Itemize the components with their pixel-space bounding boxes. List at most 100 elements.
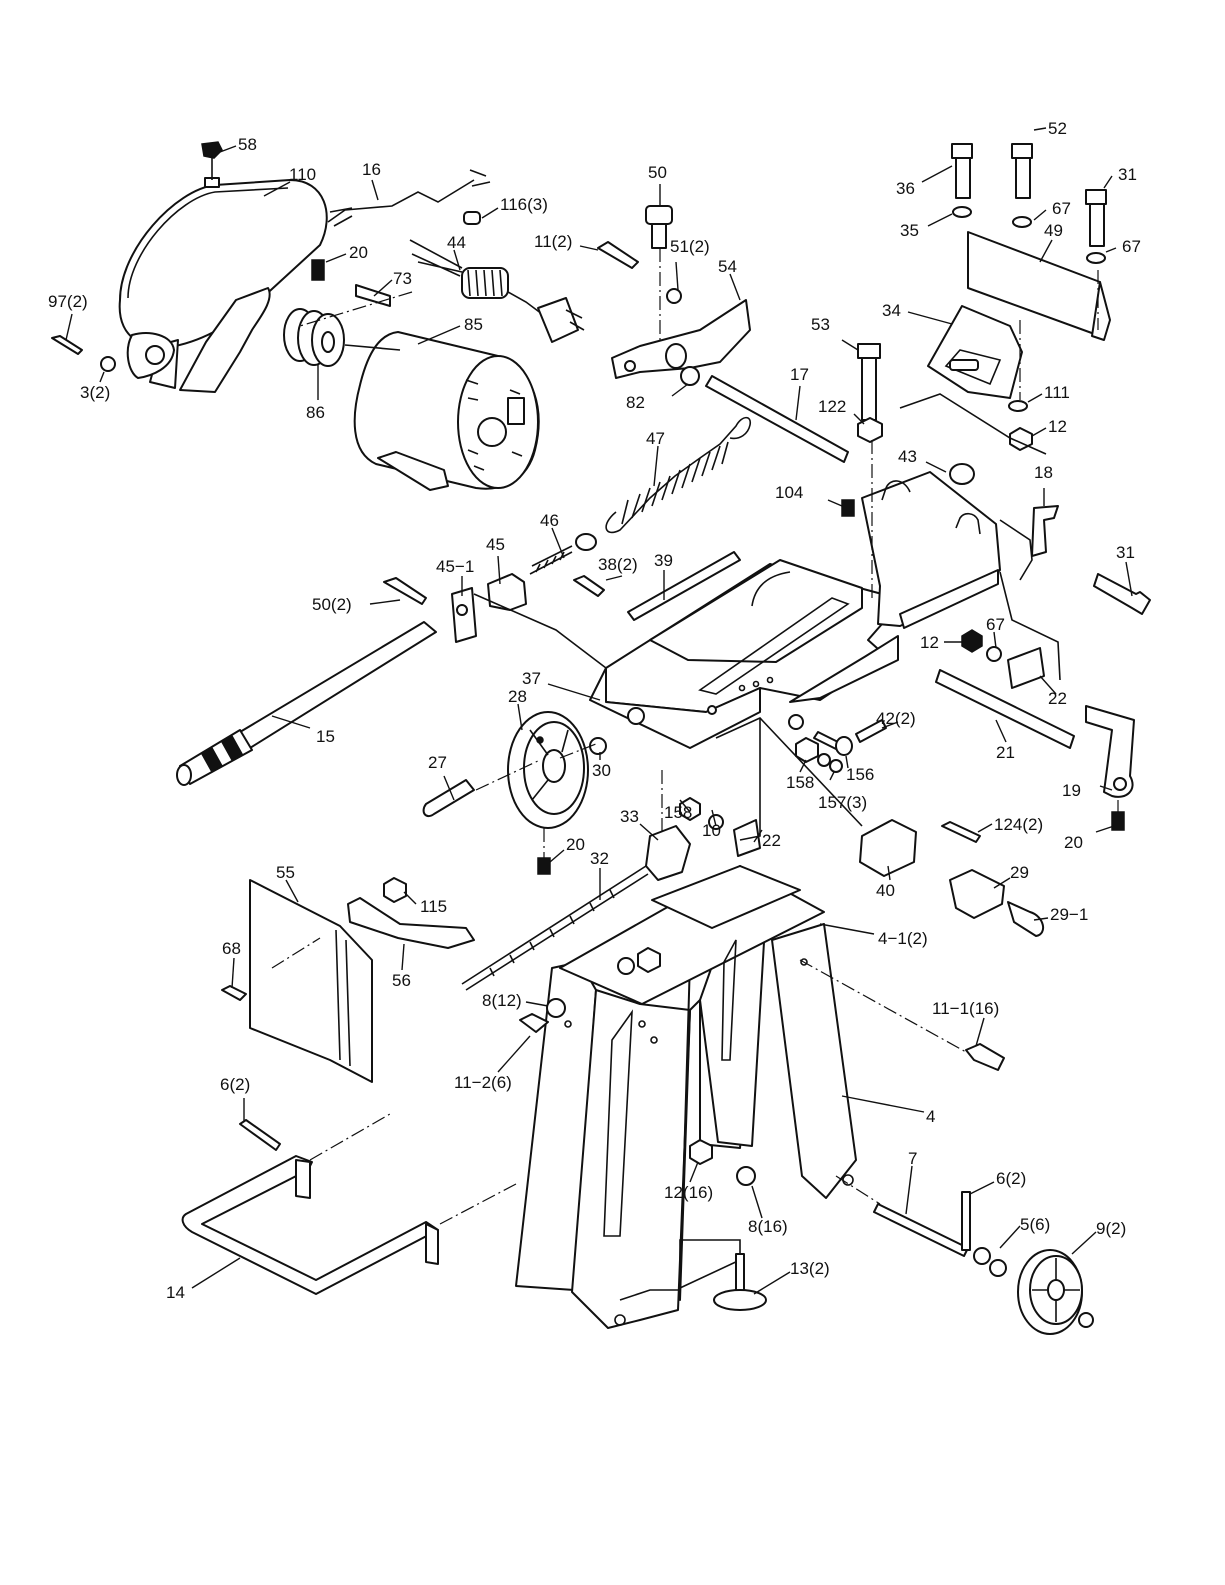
washer-part	[1012, 216, 1032, 228]
callout-label: 11(2)	[534, 232, 572, 251]
callout-label: 52	[1048, 119, 1067, 138]
washer-part	[546, 998, 566, 1018]
wheel-axle-part	[873, 1203, 969, 1257]
callout-label: 50	[648, 163, 667, 182]
callout-label: 4	[926, 1107, 935, 1126]
pivot-shaft-part	[705, 375, 849, 463]
callout-label: 54	[718, 257, 737, 276]
callout-label: 19	[1062, 781, 1081, 800]
set-screw-part	[841, 499, 855, 517]
callout-label: 86	[306, 403, 325, 422]
nut-part	[637, 947, 661, 973]
assembly-line-group	[271, 248, 1119, 1225]
bolt-part	[597, 241, 639, 269]
callout-label: 56	[392, 971, 411, 990]
set-screw-part	[537, 857, 551, 875]
callout-labels: 58 110 16 116(3) 44 97(2) 20 73 85 3(2) …	[48, 119, 1141, 1302]
spring-bracket-part	[487, 573, 527, 611]
callout-label: 104	[775, 483, 803, 502]
callout-label: 12	[1048, 417, 1067, 436]
belt-guard-part	[118, 177, 328, 393]
lever-handle-part	[1085, 705, 1135, 798]
callout-label: 67	[1052, 199, 1071, 218]
callout-label: 34	[882, 301, 901, 320]
washer-part	[973, 1247, 991, 1265]
callout-label: 20	[566, 835, 585, 854]
callout-label: 33	[620, 807, 639, 826]
set-screw-part	[1111, 811, 1125, 831]
callout-label: 20	[1064, 833, 1083, 852]
pulley-part	[283, 308, 345, 367]
callout-label: 157(3)	[818, 793, 867, 812]
bolt-part	[857, 343, 881, 421]
washer-part	[680, 366, 700, 386]
screw-part	[941, 821, 981, 843]
callout-label: 156	[846, 765, 874, 784]
washer-part	[986, 646, 1002, 662]
power-cord-part	[409, 239, 585, 343]
wheel-part	[1017, 1249, 1083, 1335]
tow-handle-part	[181, 1155, 439, 1295]
callout-label: 43	[898, 447, 917, 466]
nut-block-part	[645, 825, 691, 881]
wire-cap-part	[463, 211, 481, 225]
callout-label: 21	[996, 743, 1015, 762]
callout-label: 32	[590, 849, 609, 868]
leader-lines	[65, 127, 1133, 1295]
washer-part	[708, 814, 724, 830]
washer-part	[736, 1166, 756, 1186]
callout-label: 45	[486, 535, 505, 554]
callout-label: 22	[762, 831, 781, 850]
callout-label: 124(2)	[994, 815, 1043, 834]
washer-part	[100, 356, 116, 372]
switch-box-part	[859, 819, 917, 877]
callout-label: 51(2)	[670, 237, 710, 256]
callout-label: 67	[1122, 237, 1141, 256]
clamp-bracket-part	[347, 897, 475, 949]
bolt-part	[965, 1043, 1005, 1071]
stop-rail-part	[627, 551, 741, 621]
callout-label: 38(2)	[598, 555, 638, 574]
bolt-part	[519, 1013, 549, 1033]
nut-part	[689, 1139, 713, 1165]
callout-label: 30	[592, 761, 611, 780]
washer-part	[952, 206, 972, 218]
callout-label: 158	[664, 803, 692, 822]
callout-label: 20	[349, 243, 368, 262]
nut-part	[679, 797, 701, 821]
lever-handle-hole	[1113, 777, 1127, 791]
callout-label: 42(2)	[876, 709, 916, 728]
callout-label: 6(2)	[996, 1169, 1026, 1188]
callout-label: 12(16)	[664, 1183, 713, 1202]
callout-label: 115	[420, 897, 447, 916]
callout-label: 31	[1116, 543, 1135, 562]
guard-plate-fold	[335, 929, 351, 1067]
callout-label: 53	[811, 315, 830, 334]
switch-part	[949, 869, 1005, 919]
washer-part	[617, 957, 635, 975]
callout-label: 6(2)	[220, 1075, 250, 1094]
nut-part	[795, 737, 819, 763]
callout-label: 5(6)	[1020, 1215, 1050, 1234]
callout-label: 55	[276, 863, 295, 882]
cotter-pin-part	[961, 1191, 971, 1251]
callout-label: 50(2)	[312, 595, 352, 614]
vise-jaw-part	[927, 231, 1111, 399]
callout-label: 47	[646, 429, 665, 448]
callout-label: 4−1(2)	[878, 929, 928, 948]
callout-label: 49	[1044, 221, 1063, 240]
callout-label: 82	[626, 393, 645, 412]
callout-label: 16	[362, 160, 381, 179]
screw-part	[855, 719, 887, 743]
callout-label: 97(2)	[48, 292, 88, 311]
bracket-part	[1031, 505, 1059, 557]
callout-label: 9(2)	[1096, 1219, 1126, 1238]
mounting-plate-hole	[456, 604, 468, 616]
saw-base-part	[589, 471, 1001, 749]
callout-label: 15	[316, 727, 335, 746]
nut-part	[383, 877, 407, 903]
bolt-part	[1093, 573, 1151, 615]
callout-label: 13(2)	[790, 1259, 830, 1278]
callout-label: 73	[393, 269, 412, 288]
callout-label: 31	[1118, 165, 1137, 184]
